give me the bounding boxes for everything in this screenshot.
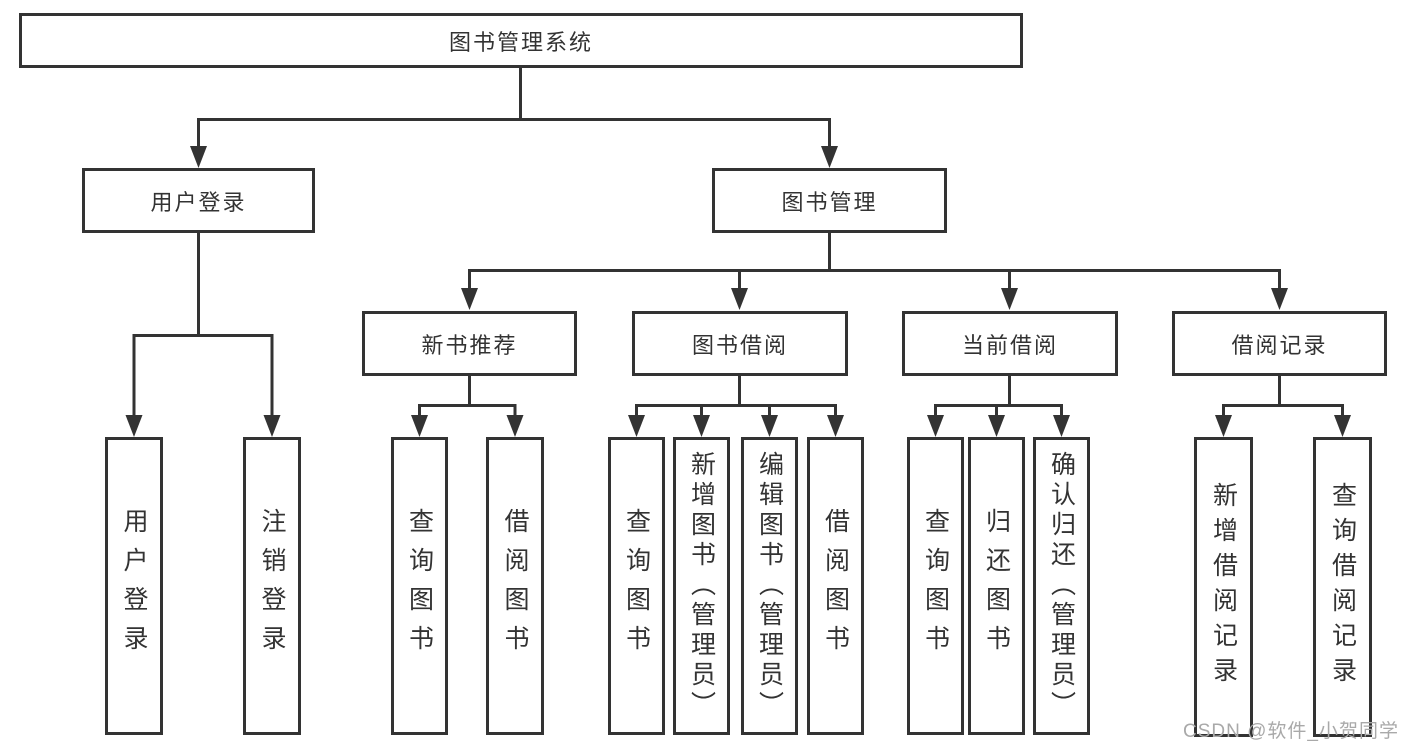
leaf-borrow-book: 借阅图书 <box>807 437 864 735</box>
leaf-query-books-current: 查询图书 <box>907 437 964 735</box>
node-book-borrowing: 图书借阅 <box>632 311 848 376</box>
leaf-edit-book-admin: 编辑图书（管理员） <box>741 437 798 735</box>
leaf-query-borrow-record: 查询借阅记录 <box>1313 437 1372 737</box>
leaf-user-login: 用户登录 <box>105 437 163 735</box>
leaf-add-borrow-record: 新增借阅记录 <box>1194 437 1253 737</box>
node-user-login: 用户登录 <box>82 168 315 233</box>
node-root-system: 图书管理系统 <box>19 13 1023 68</box>
leaf-query-books-recommend: 查询图书 <box>391 437 448 735</box>
leaf-add-book-admin: 新增图书（管理员） <box>673 437 730 735</box>
leaf-query-books-borrow: 查询图书 <box>608 437 665 735</box>
node-book-management: 图书管理 <box>712 168 947 233</box>
csdn-watermark: CSDN @软件_小贺同学 <box>1183 721 1399 742</box>
leaf-confirm-return-admin: 确认归还（管理员） <box>1033 437 1090 735</box>
node-borrowing-records: 借阅记录 <box>1172 311 1387 376</box>
node-current-borrowing: 当前借阅 <box>902 311 1118 376</box>
arrowhead-icons <box>125 146 1351 437</box>
node-new-book-recommend: 新书推荐 <box>362 311 577 376</box>
leaf-return-book: 归还图书 <box>968 437 1025 735</box>
leaf-logout: 注销登录 <box>243 437 301 735</box>
leaf-borrow-book-recommend: 借阅图书 <box>486 437 544 735</box>
